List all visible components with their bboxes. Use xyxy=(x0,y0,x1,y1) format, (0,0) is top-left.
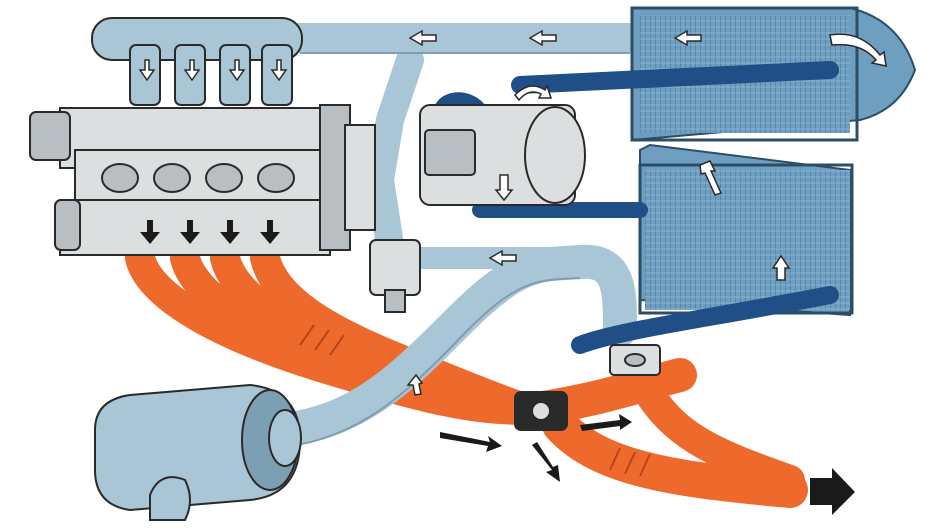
compressor-icon xyxy=(419,104,586,206)
exhaust-manifold-icon xyxy=(125,243,545,425)
lower-cooler-icon xyxy=(638,143,854,317)
air-filter-icon xyxy=(94,383,302,521)
valve-icon xyxy=(369,239,421,313)
exhaust-shading xyxy=(299,324,651,477)
intake-pipe-outline xyxy=(284,52,630,448)
exhaust-pipe-icon xyxy=(513,358,808,508)
intake-pipe-icon xyxy=(268,23,645,447)
flow-arrow-icon xyxy=(140,220,855,515)
engine-block-icon xyxy=(29,104,376,256)
flow-arrow-icon xyxy=(138,29,887,396)
intake-manifold-icon xyxy=(91,17,303,106)
control-valve-icon xyxy=(514,344,661,431)
